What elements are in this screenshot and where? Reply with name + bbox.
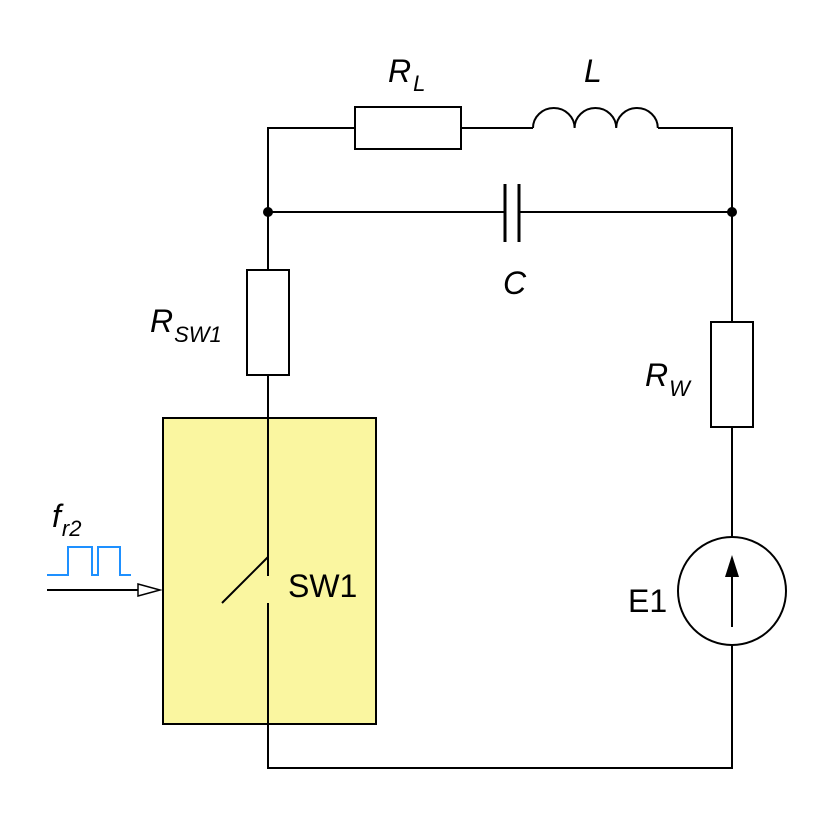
capacitor-c: [503, 184, 521, 242]
resistor-rw: [710, 321, 754, 428]
label-sw1: SW1: [288, 568, 357, 604]
pulse-signal-icon: [47, 546, 131, 576]
resistor-rsw1: [246, 269, 290, 376]
label-e1: E1: [628, 583, 667, 619]
label-l: L: [584, 53, 602, 89]
junction-left: [263, 207, 273, 217]
wires: [267, 127, 733, 769]
label-rl: RL: [388, 53, 425, 96]
switch-box: [162, 417, 377, 725]
resistor-rl: [354, 106, 462, 150]
label-rsw1: RSW1: [150, 303, 222, 347]
label-frequency: fr2: [52, 498, 81, 541]
junction-right: [727, 207, 737, 217]
label-c: C: [503, 265, 527, 301]
label-rw: RW: [645, 357, 692, 401]
inductor-l: [532, 107, 659, 129]
input-arrow: [47, 583, 163, 597]
voltage-source-e1: [677, 536, 787, 646]
switch-contact: [221, 556, 269, 604]
